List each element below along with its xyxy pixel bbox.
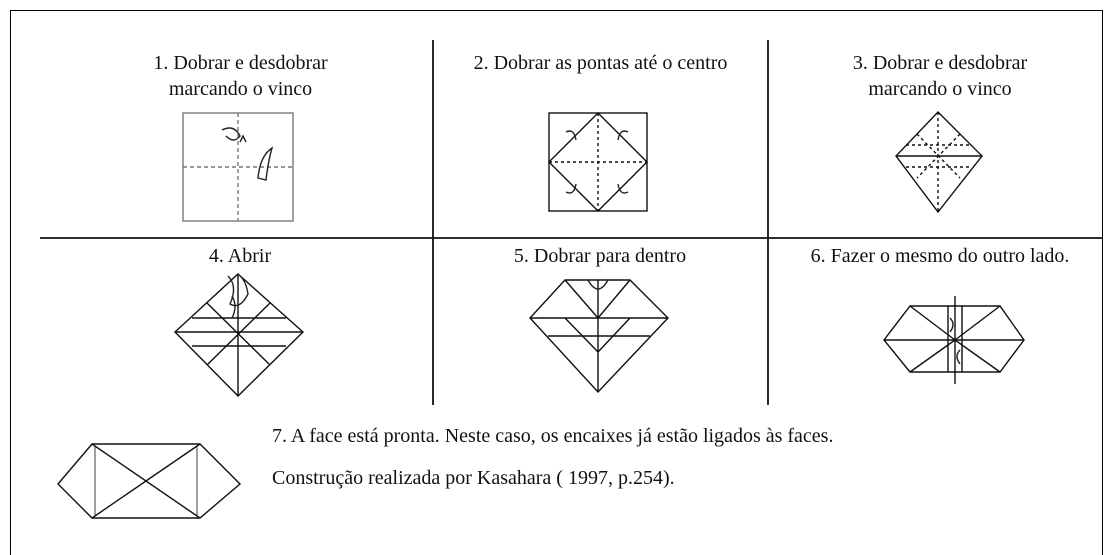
- step7-figure: [57, 443, 242, 519]
- step4-caption: 4. Abrir: [208, 245, 272, 267]
- step2-caption: 2. Dobrar as pontas até o centro: [473, 52, 728, 74]
- step1-figure: [182, 112, 294, 222]
- source-citation: Construção realizada por Kasahara ( 1997…: [272, 467, 675, 489]
- step4-figure: [173, 273, 305, 397]
- step5-caption: 5. Dobrar para dentro: [513, 245, 687, 267]
- step5-figure: [529, 279, 669, 394]
- step2-figure: [548, 112, 648, 212]
- step3-figure: [895, 110, 983, 214]
- step6-figure: [883, 296, 1025, 384]
- step1-caption: 1. Dobrar e desdobrar marcando o vinco: [153, 52, 328, 100]
- step3-caption: 3. Dobrar e desdobrar marcando o vinco: [852, 52, 1028, 100]
- step6-caption: 6. Fazer o mesmo do outro lado.: [810, 245, 1070, 267]
- diagram-frame: [10, 10, 1103, 555]
- step7-caption: 7. A face está pronta. Neste caso, os en…: [272, 425, 834, 447]
